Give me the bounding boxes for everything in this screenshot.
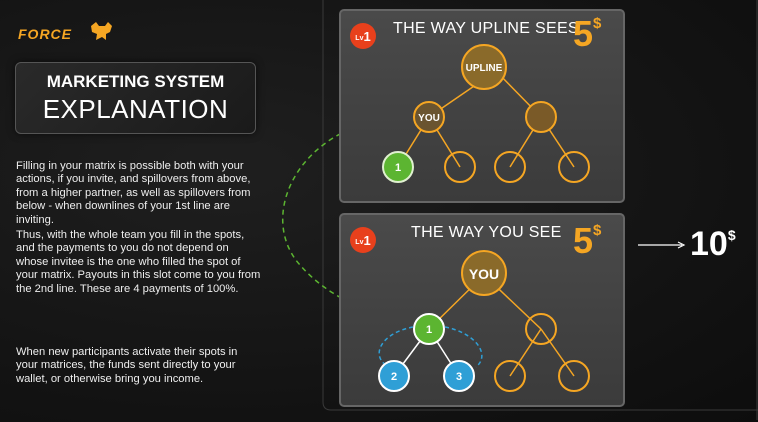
leaf-node-blue-3: [443, 360, 475, 392]
price: 5$: [573, 13, 602, 54]
bull-icon: [91, 22, 112, 40]
panel-title: THE WAY YOU SEE: [411, 224, 562, 241]
paragraph-1: Filling in your matrix is possible both …: [16, 160, 251, 226]
leaf-node-blue-2: [378, 360, 410, 392]
panel-title: THE WAY UPLINE SEES: [393, 20, 579, 37]
result-indicator: 10$: [638, 225, 748, 265]
first-line-node-label: 1: [426, 324, 432, 336]
you-matrix-diagram: YOU 1 2 3: [378, 250, 590, 392]
leaf-node-empty-2: [444, 151, 476, 183]
heading-line-2: EXPLANATION: [42, 94, 229, 124]
upline-node-label: UPLINE: [466, 63, 503, 74]
leaf-node-3-label: 3: [456, 371, 462, 383]
you-top-node-label: YOU: [469, 266, 499, 282]
first-line-node: [413, 313, 445, 345]
you-top-node: [461, 250, 507, 296]
leaf-node-empty-3: [494, 151, 526, 183]
paragraph-3: When new participants activate their spo…: [16, 346, 238, 385]
paragraph-2: Thus, with the whole team you fill in th…: [16, 229, 261, 295]
price: 5$: [573, 220, 602, 261]
you-node: [413, 101, 445, 133]
leaf-node-empty-a: [494, 360, 526, 392]
arrow-right-icon: [638, 241, 686, 249]
first-line-empty-node: [525, 313, 557, 345]
leaf-node-filled: [382, 151, 414, 183]
logo-text: FORCE: [18, 26, 72, 42]
upline-right-node: [525, 101, 557, 133]
leaf-node-empty-b: [558, 360, 590, 392]
leaf-node-empty-4: [558, 151, 590, 183]
result-value: 10$: [690, 225, 736, 263]
heading-box: MARKETING SYSTEM EXPLANATION: [15, 62, 256, 134]
leaf-node-2-label: 2: [391, 371, 397, 383]
upline-matrix-diagram: UPLINE YOU 1: [382, 44, 590, 183]
leaf-node-label: 1: [395, 162, 401, 174]
you-node-label: YOU: [418, 113, 440, 124]
heading-line-1: MARKETING SYSTEM: [46, 72, 225, 91]
upline-node: [461, 44, 507, 90]
force-logo: FORCE: [18, 20, 118, 48]
